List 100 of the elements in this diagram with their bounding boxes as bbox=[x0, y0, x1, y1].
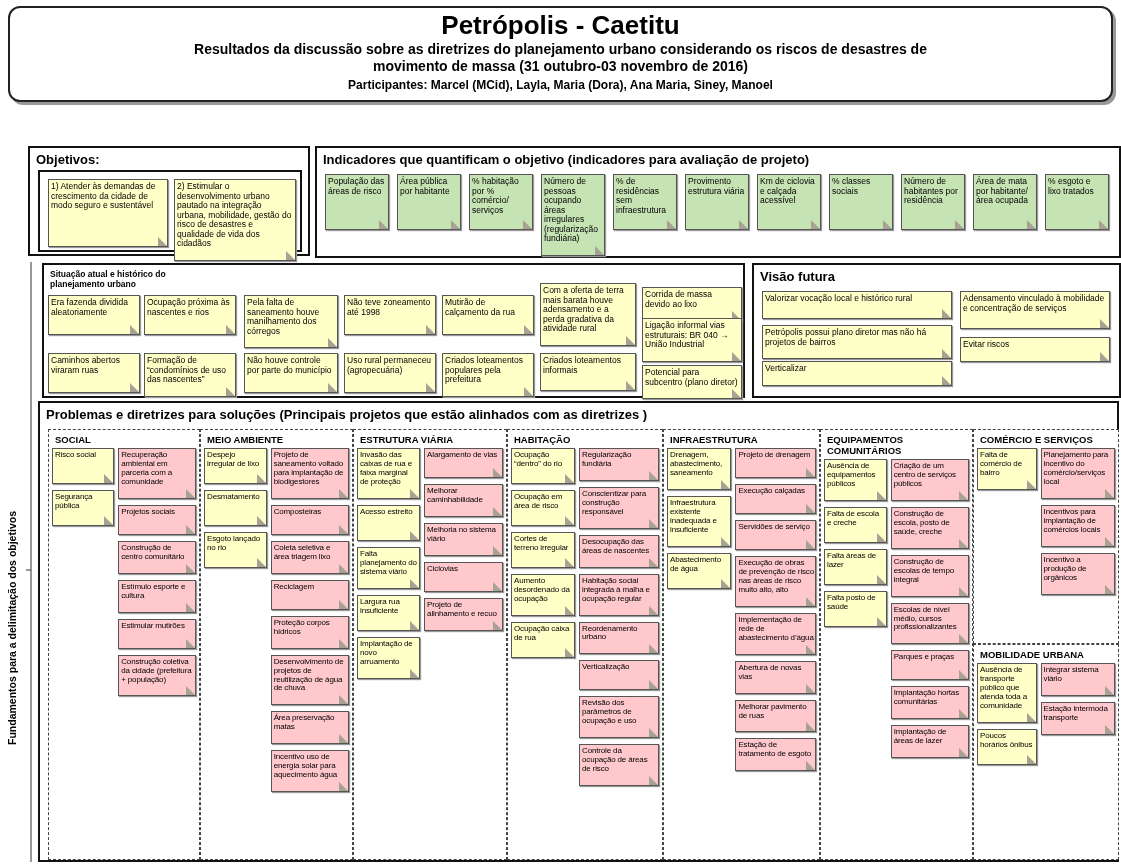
sticky-note: Projeto de alinhamento e recuo bbox=[424, 597, 503, 631]
sticky-note: Petrópolis possui plano diretor mas não há projetos de bairros bbox=[762, 325, 952, 360]
sticky-note: Construção de escola, posto de saúde, creche bbox=[890, 506, 969, 549]
sticky-note: Coleta seletiva e área triagem lixo bbox=[270, 540, 349, 574]
sticky-note: Formação de “condomínios de uso das nascentes” bbox=[144, 353, 236, 397]
sticky-note: Alargamento de vias bbox=[424, 448, 503, 478]
sticky-note: Despejo irregular de lixo bbox=[204, 448, 267, 484]
sticky-note: Projeto de drenagem bbox=[735, 448, 816, 478]
sticky-note: Aumento desordenado da ocupação bbox=[511, 574, 575, 616]
sticky-note: Área pública por habitante bbox=[397, 174, 461, 230]
sticky-note: Revisão dos parâmetros de ocupação e uso bbox=[579, 696, 659, 739]
sticky-note: Mutirão de calçamento da rua bbox=[442, 295, 534, 335]
panel-title: Problemas e diretrizes para soluções (Principais projetos que estão alinhados com as diretrizes ) bbox=[46, 407, 649, 422]
sticky-note: Parques e praças bbox=[890, 650, 969, 681]
sticky-note: % de residências sem infraestrutura bbox=[613, 174, 677, 230]
subtitle: Resultados da discussão sobre as diretrizes do planejamento urbano considerando os riscos de desastres de movimento de massa (31 outubro-03 novembro de 2016) bbox=[193, 41, 928, 75]
sticky-note: Segurança pública bbox=[52, 490, 115, 526]
sticky-note: Abastecimento de água bbox=[667, 552, 732, 589]
sticky-note: Escolas de nível médio, cursos profissionalizantes bbox=[890, 602, 969, 645]
sticky-note: Recuperação ambiental em parceria com a comunidade bbox=[118, 448, 196, 499]
panel-title: Situação atual e histórico do planejamento urbano bbox=[50, 269, 167, 289]
sticky-note: Ocupação “dentro” do rio bbox=[511, 448, 575, 484]
sticky-note: Ausência de transporte público que atenda toda a comunidade bbox=[977, 663, 1037, 723]
side-label: Fundamentos para a delimitação dos objetivos bbox=[6, 510, 19, 748]
sticky-note: Falta de escola e creche bbox=[824, 506, 887, 543]
panel-title: INFRAESTRUTURA bbox=[670, 434, 759, 445]
participants-line: Participantes: Marcel (MCid), Layla, Maria (Dora), Ana Maria, Siney, Manoel bbox=[348, 77, 773, 92]
sticky-note: Habitação social integrada à malha e ocupação regular bbox=[579, 573, 659, 616]
dashed-panel bbox=[663, 429, 820, 860]
sticky-note: Incentivo uso de energia solar para aquecimento água bbox=[270, 750, 349, 793]
sticky-note: Incentivo a produção de orgânicos bbox=[1040, 552, 1115, 595]
sticky-note: Criados loteamentos informais bbox=[540, 353, 636, 391]
sticky-note: Implantação de áreas de lazer bbox=[890, 725, 969, 759]
sticky-note: Criados loteamentos populares pela prefeitura bbox=[442, 353, 534, 397]
sticky-note: % classes sociais bbox=[829, 174, 893, 230]
sticky-note: Integrar sistema viário bbox=[1040, 663, 1115, 696]
sticky-note: Uso rural permaneceu (agropecuária) bbox=[344, 353, 436, 393]
sticky-note: Desmatamento bbox=[204, 490, 267, 526]
sticky-note: Servidões de serviço bbox=[735, 520, 816, 550]
dashed-panel bbox=[200, 429, 353, 860]
sticky-note: Adensamento vinculado à mobilidade e concentração de serviços bbox=[960, 291, 1110, 329]
sticky-note: Verticalizar bbox=[762, 361, 952, 386]
sticky-note: Construção coletiva da cidade (prefeitura + população) bbox=[118, 654, 196, 697]
sticky-note: Falta de comércio de bairro bbox=[977, 448, 1037, 490]
sticky-note: Verticalização bbox=[579, 660, 659, 691]
panel bbox=[752, 263, 1121, 398]
panel-title: HABITAÇÃO bbox=[514, 434, 572, 445]
sticky-note: Implantação hortas comunitárias bbox=[890, 686, 969, 720]
sticky-note: Reordenamento urbano bbox=[579, 621, 659, 655]
sticky-note: Invasão das caixas de rua e faixa marginal de proteção bbox=[357, 448, 421, 499]
sticky-note: Conscientizar para construção responsável bbox=[579, 486, 659, 529]
sticky-note: Incentivos para implantação de comércios locais bbox=[1040, 504, 1115, 547]
sticky-note: Número de habitantes por residência bbox=[901, 174, 965, 230]
sticky-note: Potencial para subcentro (plano diretor) bbox=[642, 365, 742, 400]
dashed-panel bbox=[507, 429, 663, 860]
sticky-note: Ligação informal vias estruturais: BR 040 → União Industrial bbox=[642, 318, 742, 362]
sticky-note: Ciclovias bbox=[424, 561, 503, 592]
sticky-note: Estimular mutirões bbox=[118, 618, 196, 649]
panel-title: COMÉRCIO E SERVIÇOS bbox=[980, 434, 1094, 445]
sticky-note: Ocupação em área de risco bbox=[511, 490, 575, 526]
sticky-note: Projeto de saneamento voltado para implantação de biodigestores bbox=[270, 448, 349, 499]
sticky-note: Estímulo esporte e cultura bbox=[118, 579, 196, 613]
sticky-note: Estação de tratamento de esgoto bbox=[735, 738, 816, 772]
sticky-note: Cortes de terreno irregular bbox=[511, 532, 575, 568]
sticky-note: Abertura de novas vias bbox=[735, 660, 816, 694]
panel-title: SOCIAL bbox=[55, 434, 92, 445]
sticky-note: Ausência de equipamentos públicos bbox=[824, 459, 887, 501]
panel bbox=[315, 146, 1121, 258]
sticky-note: Projetos sociais bbox=[118, 504, 196, 535]
sticky-note: Área preservação matas bbox=[270, 711, 349, 745]
panel-title: MEIO AMBIENTE bbox=[207, 434, 285, 445]
sticky-note: Falta áreas de lazer bbox=[824, 548, 887, 585]
sticky-note: % habitação por % comércio/ serviços bbox=[469, 174, 533, 230]
sticky-note: Área de mata por habitante/área ocupada bbox=[973, 174, 1037, 230]
sticky-note: Implementação de rede de abastecimento d’água bbox=[735, 612, 816, 655]
sticky-note: Proteção corpos hídricos bbox=[270, 615, 349, 649]
sticky-note: Composteiras bbox=[270, 504, 349, 535]
dashed-panel bbox=[820, 429, 973, 860]
sticky-note: Falta planejamento do sistema viário bbox=[357, 546, 421, 589]
sticky-note: Criação de um centro de serviços públicos bbox=[890, 459, 969, 501]
dashed-panel bbox=[973, 429, 1119, 644]
sticky-note: Implantação de novo arruamento bbox=[357, 636, 421, 679]
sticky-note: Valorizar vocação local e histórico rural bbox=[762, 291, 952, 319]
sticky-note: Número de pessoas ocupando áreas irregulares (regularização fundiária) bbox=[541, 174, 605, 256]
sticky-note: Era fazenda dividida aleatoriamente bbox=[48, 295, 140, 335]
sticky-note: Construção de centro comunitário bbox=[118, 540, 196, 574]
sticky-note: Poucos horários ônibus bbox=[977, 728, 1037, 765]
title: Petrópolis - Caetitu bbox=[441, 10, 680, 41]
sticky-note: Não teve zoneamento até 1998 bbox=[344, 295, 436, 335]
sticky-note: Ocupação próxima às nascentes e rios bbox=[144, 295, 236, 335]
panel bbox=[38, 401, 1119, 862]
sticky-note: Pela falta de saneamento houve manilhamento dos córregos bbox=[244, 295, 338, 349]
sticky-note: Falta posto de saúde bbox=[824, 590, 887, 627]
sticky-note: População das áreas de risco bbox=[325, 174, 389, 230]
panel-title: Objetivos: bbox=[36, 152, 101, 167]
sticky-note: Acesso estreito bbox=[357, 504, 421, 541]
dashed-panel bbox=[353, 429, 507, 860]
sticky-note: Não houve controle por parte do município bbox=[244, 353, 338, 393]
dashed-panel bbox=[973, 644, 1119, 860]
panel bbox=[42, 263, 745, 398]
